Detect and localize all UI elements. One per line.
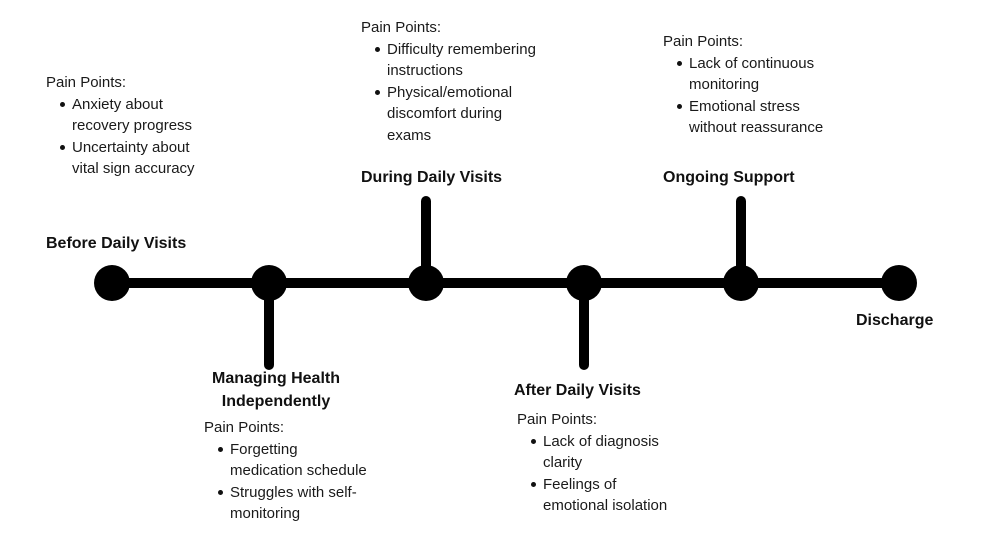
- stage-title-after-visits: After Daily Visits: [514, 382, 641, 399]
- pain-points-list: Forgetting medication schedule Struggles…: [204, 439, 374, 525]
- pain-point-item: Physical/emotional discomfort during exa…: [375, 82, 541, 147]
- milestone-discharge: [881, 265, 917, 301]
- pain-point-item: Difficulty remembering instructions: [375, 39, 541, 82]
- stage-title-managing-health: Managing Health Independently: [211, 370, 340, 410]
- pain-points-heading: Pain Points:: [46, 74, 127, 91]
- pain-point-item: Feelings of emotional isolation: [531, 474, 677, 517]
- pain-point-item: Forgetting medication schedule: [218, 439, 374, 482]
- pain-points-list: Lack of continuous monitoring Emotional …: [663, 53, 848, 139]
- stage-title-discharge: Discharge: [856, 312, 934, 329]
- pain-points-ongoing-support: Pain Points: Lack of continuous monitori…: [663, 31, 848, 139]
- pain-points-after-visits: Pain Points: Lack of diagnosis clarity F…: [517, 409, 677, 517]
- pain-point-item: Uncertainty about vital sign accuracy: [60, 137, 211, 180]
- pain-point-item: Lack of diagnosis clarity: [531, 431, 677, 474]
- pain-points-managing-health: Pain Points: Forgetting medication sched…: [204, 417, 374, 525]
- pain-points-list: Anxiety about recovery progress Uncertai…: [46, 94, 211, 180]
- pain-points-heading: Pain Points:: [204, 419, 285, 436]
- milestone-ongoing-support: [723, 265, 759, 301]
- pain-point-item: Anxiety about recovery progress: [60, 94, 211, 137]
- pain-point-item: Emotional stress without reassurance: [677, 96, 848, 139]
- pain-points-list: Lack of diagnosis clarity Feelings of em…: [517, 431, 677, 517]
- stage-title-ongoing-support: Ongoing Support: [663, 169, 795, 186]
- stage-title-before-visits: Before Daily Visits: [46, 235, 187, 252]
- pain-points-before-visits: Pain Points: Anxiety about recovery prog…: [46, 72, 211, 180]
- pain-points-during-visits: Pain Points: Difficulty remembering inst…: [361, 17, 541, 146]
- milestone-after-visits: [566, 265, 602, 301]
- pain-points-heading: Pain Points:: [517, 411, 598, 428]
- pain-points-list: Difficulty remembering instructions Phys…: [361, 39, 541, 147]
- milestone-managing-health: [251, 265, 287, 301]
- pain-point-item: Struggles with self-monitoring: [218, 482, 374, 525]
- pain-points-heading: Pain Points:: [361, 19, 442, 36]
- pain-point-item: Lack of continuous monitoring: [677, 53, 848, 96]
- milestone-during-visits: [408, 265, 444, 301]
- pain-points-heading: Pain Points:: [663, 33, 744, 50]
- milestone-before-visits: [94, 265, 130, 301]
- stage-title-during-visits: During Daily Visits: [361, 169, 503, 186]
